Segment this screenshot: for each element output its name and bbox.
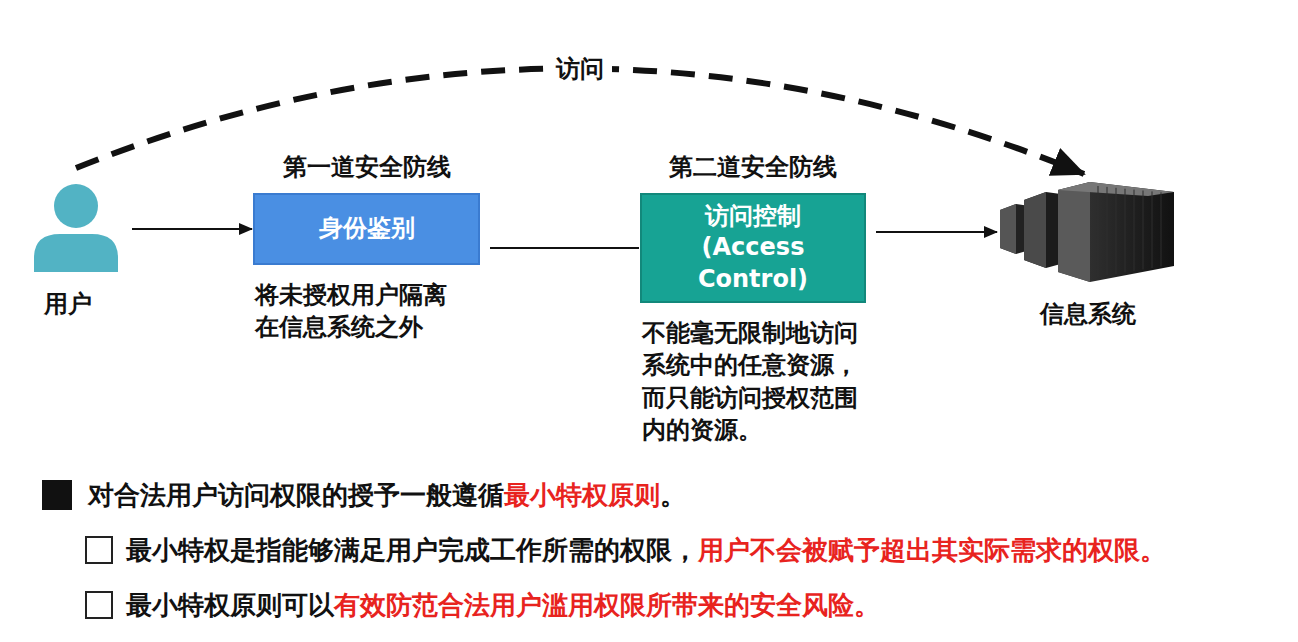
bullet-box	[86, 537, 112, 563]
node-caption: 将未授权用户隔离在信息系统之外	[255, 279, 454, 344]
bullet-text: 。	[660, 480, 686, 510]
defense-heading: 第二道安全防线	[669, 151, 837, 183]
node-caption: 信息系统	[1040, 298, 1136, 330]
server-node: 信息系统	[998, 182, 1178, 282]
flow-arrow	[132, 228, 252, 230]
box-title: 身份鉴别	[319, 213, 415, 244]
user-icon	[30, 180, 122, 272]
server-icon	[998, 182, 1178, 282]
node-caption: 用户	[44, 288, 92, 320]
box-title: 访问控制 (Access Control)	[652, 201, 854, 295]
bullet-line: 最小特权是指能够满足用户完成工作所需的权限，用户不会被赋予超出其实际需求的权限。	[126, 533, 1166, 568]
node-caption: 不能毫无限制地访问系统中的任意资源，而只能访问授权范围内的资源。	[642, 317, 865, 447]
flow-arrow	[876, 231, 997, 233]
bullet-box	[86, 592, 112, 618]
flow-arrow	[490, 247, 639, 249]
bullet-text: 最小特权是指能够满足用户完成工作所需的权限，	[126, 535, 698, 565]
bullet-text: 对合法用户访问权限的授予一般遵循	[88, 480, 504, 510]
highlight-text: 最小特权原则	[504, 480, 660, 510]
highlight-text: 有效防范合法用户滥用权限所带来的安全风险。	[334, 590, 880, 620]
defense-heading: 第一道安全防线	[283, 151, 451, 183]
highlight-text: 用户不会被赋予超出其实际需求的权限。	[698, 535, 1166, 565]
bullet-square	[42, 480, 72, 510]
process-box: 第二道安全防线访问控制 (Access Control)不能毫无限制地访问系统中…	[640, 193, 866, 303]
user-node: 用户	[30, 180, 122, 272]
bullet-text: 最小特权原则可以	[126, 590, 334, 620]
edge-label: 访问	[548, 53, 612, 85]
bullet-line: 对合法用户访问权限的授予一般遵循最小特权原则。	[88, 478, 686, 513]
process-box: 第一道安全防线身份鉴别将未授权用户隔离在信息系统之外	[253, 193, 480, 265]
bullet-line: 最小特权原则可以有效防范合法用户滥用权限所带来的安全风险。	[126, 588, 880, 623]
